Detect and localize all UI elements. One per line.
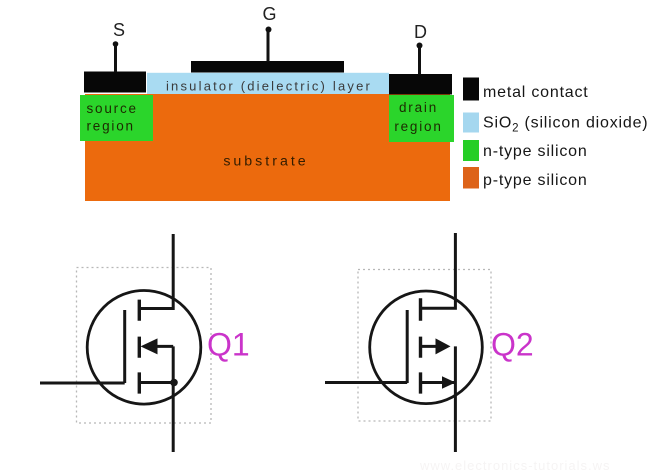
svg-text:Q2: Q2 xyxy=(491,327,534,363)
svg-text:source: source xyxy=(87,101,138,116)
svg-text:metal contact: metal contact xyxy=(483,84,589,101)
svg-text:www.electronics-tutorials.ws: www.electronics-tutorials.ws xyxy=(419,458,611,472)
svg-text:region: region xyxy=(87,119,135,134)
svg-text:substrate: substrate xyxy=(223,154,308,170)
svg-text:Q1: Q1 xyxy=(207,327,250,363)
svg-text:region: region xyxy=(394,119,442,134)
svg-text:insulator (dielectric) layer: insulator (dielectric) layer xyxy=(166,79,372,94)
svg-text:p-type silicon: p-type silicon xyxy=(483,172,588,189)
svg-text:n-type silicon: n-type silicon xyxy=(483,143,588,160)
svg-text:G: G xyxy=(262,4,276,24)
svg-text:drain: drain xyxy=(399,100,438,115)
svg-text:D: D xyxy=(414,22,427,42)
svg-text:S: S xyxy=(113,20,125,40)
svg-text:SiO2 (silicon dioxide): SiO2 (silicon dioxide) xyxy=(483,115,648,135)
